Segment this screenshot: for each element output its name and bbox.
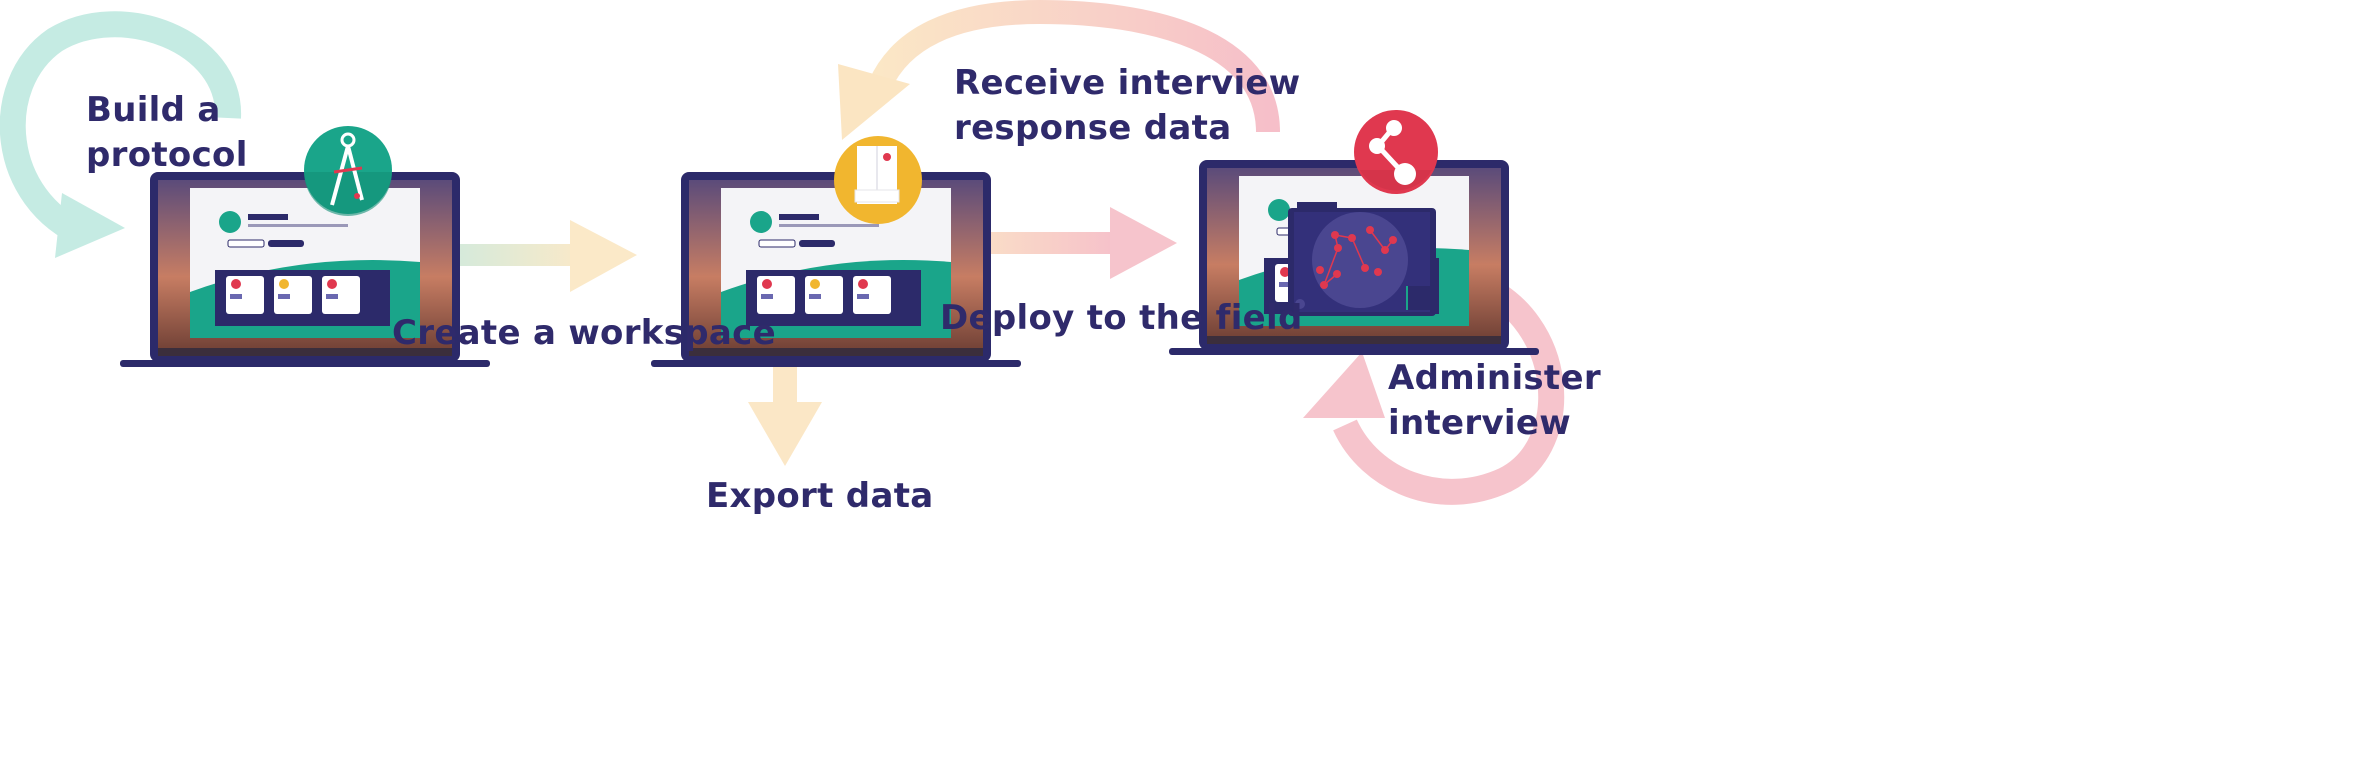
label-export-data: Export data (706, 474, 934, 519)
label-administer-interview: Administer interview (1388, 356, 1601, 446)
tablet-interviewer (1288, 208, 1436, 316)
label-build-protocol: Build a protocol (86, 88, 248, 178)
server-icon (834, 136, 922, 224)
create-arrow-head (570, 220, 637, 292)
label-build-line1: Build a (86, 90, 221, 130)
label-export-text: Export data (706, 476, 934, 516)
build-loop-arrowhead (55, 193, 125, 258)
receive-return-arrowhead (838, 64, 910, 140)
label-deploy-text: Deploy to the field (940, 298, 1303, 338)
receive-return-arrow (869, 0, 1280, 133)
label-receive-line1: Receive interview (954, 63, 1301, 103)
label-administer-line2: interview (1388, 403, 1571, 443)
network-share-icon (1354, 110, 1438, 194)
administer-loop-arrowhead (1303, 352, 1385, 418)
label-create-text: Create a workspace (392, 313, 776, 353)
compass-icon (304, 126, 392, 216)
administer-loop-arrow (1333, 272, 1565, 505)
label-build-line2: protocol (86, 135, 248, 175)
label-deploy-field: Deploy to the field (940, 296, 1303, 341)
build-loop-arrow (0, 11, 242, 248)
label-create-workspace: Create a workspace (392, 311, 776, 356)
label-receive-line2: response data (954, 108, 1232, 148)
label-administer-line1: Administer (1388, 358, 1601, 398)
deploy-arrow-head (1110, 207, 1177, 279)
export-arrow-head (748, 402, 822, 466)
label-receive-data: Receive interview response data (954, 61, 1301, 151)
